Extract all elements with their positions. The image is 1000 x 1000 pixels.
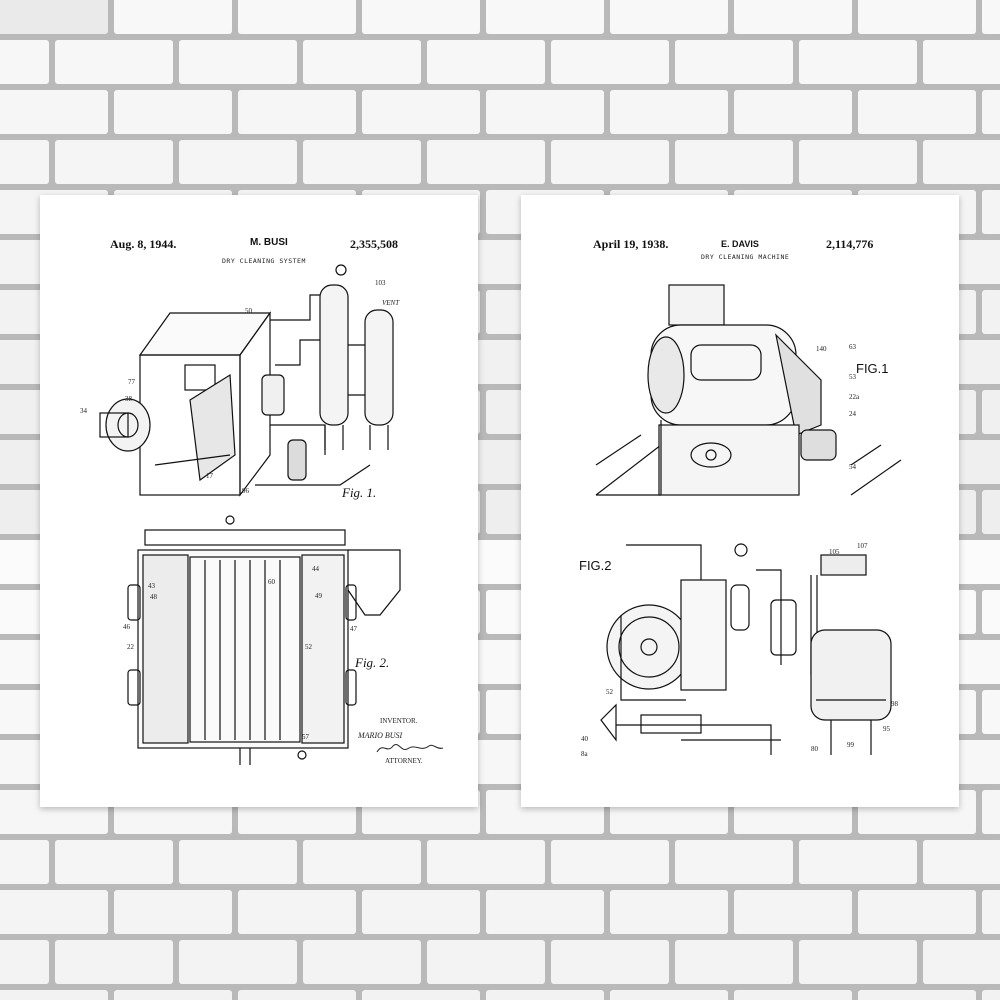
fig2-label: FIG.2 bbox=[579, 558, 612, 573]
patent-poster-busi: Aug. 8, 1944. M. BUSI 2,355,508 DRY CLEA… bbox=[40, 195, 478, 807]
callout-52: 52 bbox=[606, 688, 613, 696]
callout-43: 43 bbox=[148, 582, 155, 590]
callout-52: 52 bbox=[305, 643, 312, 651]
callout-44: 44 bbox=[312, 565, 319, 573]
callout-8a: 8a bbox=[581, 750, 588, 758]
callout-107: 107 bbox=[857, 542, 868, 550]
inventor-name: MARIO BUSI bbox=[358, 731, 402, 740]
callout-95: 95 bbox=[883, 725, 890, 733]
callout-99: 99 bbox=[847, 741, 854, 749]
callout-80: 80 bbox=[811, 745, 818, 753]
fig2-label: Fig. 2. bbox=[355, 655, 389, 671]
callout-48: 48 bbox=[150, 593, 157, 601]
callout-105: 105 bbox=[829, 548, 840, 556]
callout-22: 22 bbox=[127, 643, 134, 651]
callout-40: 40 bbox=[581, 735, 588, 743]
callout-98: 98 bbox=[891, 700, 898, 708]
patent-poster-davis: April 19, 1938. E. DAVIS 2,114,776 DRY C… bbox=[521, 195, 959, 807]
inventor-caption: INVENTOR. bbox=[380, 717, 417, 725]
fig2-filter-drawing bbox=[40, 195, 478, 807]
attorney-caption: ATTORNEY. bbox=[385, 757, 423, 765]
callout-57: 57 bbox=[302, 733, 309, 741]
callout-60: 60 bbox=[268, 578, 275, 586]
callout-46: 46 bbox=[123, 623, 130, 631]
fig2-piping-drawing bbox=[521, 195, 959, 807]
callout-47: 47 bbox=[350, 625, 357, 633]
callout-49: 49 bbox=[315, 592, 322, 600]
attorney-signature bbox=[375, 740, 445, 756]
